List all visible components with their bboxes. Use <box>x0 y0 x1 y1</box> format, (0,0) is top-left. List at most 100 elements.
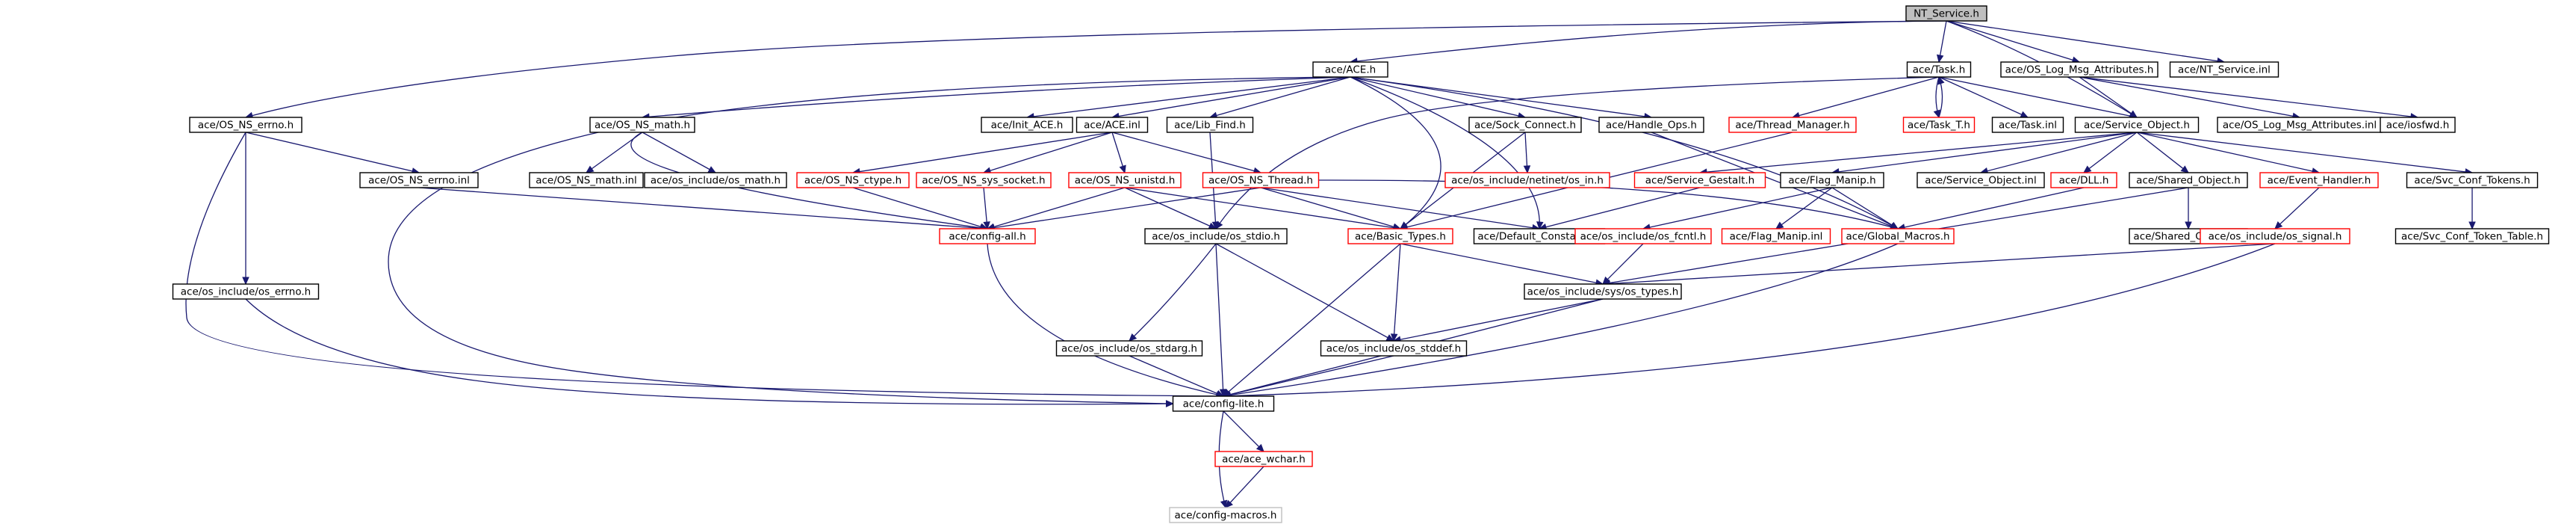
node-box[interactable] <box>2050 172 2117 188</box>
node-os-errno-h[interactable]: ace/os_include/os_errno.h <box>172 283 320 300</box>
node-os-ns-thread-h[interactable]: ace/OS_NS_Thread.h <box>1202 172 1320 188</box>
node-config-lite-h[interactable]: ace/config-lite.h <box>1172 395 1275 412</box>
node-os-ns-unistd-h[interactable]: ace/OS_NS_unistd.h <box>1068 172 1182 188</box>
node-nt-service-inl[interactable]: ace/NT_Service.inl <box>2169 61 2279 78</box>
node-task-inl[interactable]: ace/Task.inl <box>1991 117 2064 133</box>
node-os-log-msg-attributes-h[interactable]: ace/OS_Log_Msg_Attributes.h <box>2000 61 2158 78</box>
node-box[interactable] <box>1144 228 1288 244</box>
node-box[interactable] <box>1524 283 1682 300</box>
node-init-ace-h[interactable]: ace/Init_ACE.h <box>981 117 1073 133</box>
node-box[interactable] <box>2395 228 2550 244</box>
node-box[interactable] <box>2406 172 2539 188</box>
node-global-macros-h[interactable]: ace/Global_Macros.h <box>1841 228 1955 244</box>
node-os-ns-ctype-h[interactable]: ace/OS_NS_ctype.h <box>796 172 910 188</box>
node-os-in-h[interactable]: ace/os_include/netinet/os_in.h <box>1444 172 1610 188</box>
node-box[interactable] <box>1214 451 1313 467</box>
node-os-ns-math-inl[interactable]: ace/OS_NS_math.inl <box>529 172 644 188</box>
node-box[interactable] <box>1728 117 1857 133</box>
node-box[interactable] <box>1468 117 1582 133</box>
node-handle-ops-h[interactable]: ace/Handle_Ops.h <box>1598 117 1704 133</box>
node-service-object-inl[interactable]: ace/Service_Object.inl <box>1917 172 2045 188</box>
node-nt-service-h[interactable]: NT_Service.h <box>1905 5 1987 22</box>
node-basic-types-h[interactable]: ace/Basic_Types.h <box>1347 228 1453 244</box>
node-os-ns-sys-socket-h[interactable]: ace/OS_NS_sys_socket.h <box>916 172 1052 188</box>
node-box[interactable] <box>2259 172 2379 188</box>
node-service-object-h[interactable]: ace/Service_Object.h <box>2074 117 2200 133</box>
node-box[interactable] <box>2074 117 2200 133</box>
node-box[interactable] <box>939 228 1036 244</box>
node-ace-inl[interactable]: ace/ACE.inl <box>1076 117 1149 133</box>
node-svc-conf-token-table-h[interactable]: ace/Svc_Conf_Token_Table.h <box>2395 228 2550 244</box>
edges-layer <box>185 20 2476 509</box>
node-os-ns-errno-inl[interactable]: ace/OS_NS_errno.inl <box>359 172 479 188</box>
node-event-handler-h[interactable]: ace/Event_Handler.h <box>2259 172 2379 188</box>
node-sock-connect-h[interactable]: ace/Sock_Connect.h <box>1468 117 1582 133</box>
node-box[interactable] <box>1598 117 1704 133</box>
node-box[interactable] <box>2380 117 2456 133</box>
node-box[interactable] <box>1902 117 1976 133</box>
node-os-signal-h[interactable]: ace/os_include/os_signal.h <box>2200 228 2350 244</box>
node-box[interactable] <box>644 172 787 188</box>
node-box[interactable] <box>359 172 479 188</box>
node-label: ace/OS_NS_math.h <box>595 120 690 132</box>
node-os-fcntl-h[interactable]: ace/os_include/os_fcntl.h <box>1574 228 1712 244</box>
node-box[interactable] <box>981 117 1073 133</box>
node-box[interactable] <box>172 283 320 300</box>
node-box[interactable] <box>1917 172 2045 188</box>
edge-nt_service_h-to-nt_service_inl <box>1946 20 2225 63</box>
node-task-h[interactable]: ace/Task.h <box>1906 61 1972 78</box>
node-box[interactable] <box>1202 172 1320 188</box>
node-lib-find-h[interactable]: ace/Lib_Find.h <box>1166 117 1254 133</box>
node-label: ace/Task.h <box>1913 64 1966 76</box>
node-os-log-msg-attributes-inl[interactable]: ace/OS_Log_Msg_Attributes.inl <box>2217 117 2383 133</box>
node-flag-manip-inl[interactable]: ace/Flag_Manip.inl <box>1721 228 1831 244</box>
node-os-ns-math-h[interactable]: ace/OS_NS_math.h <box>589 117 695 133</box>
node-box[interactable] <box>1172 395 1275 412</box>
node-dll-h[interactable]: ace/DLL.h <box>2050 172 2117 188</box>
node-box[interactable] <box>1721 228 1831 244</box>
node-box[interactable] <box>1312 61 1388 78</box>
node-box[interactable] <box>1780 172 1884 188</box>
node-task-t-h[interactable]: ace/Task_T.h <box>1902 117 1976 133</box>
node-box[interactable] <box>1055 340 1203 357</box>
node-box[interactable] <box>796 172 910 188</box>
node-box[interactable] <box>2129 172 2248 188</box>
node-box[interactable] <box>1906 61 1972 78</box>
node-box[interactable] <box>189 117 302 133</box>
node-box[interactable] <box>1444 172 1610 188</box>
node-box[interactable] <box>1068 172 1182 188</box>
node-box[interactable] <box>589 117 695 133</box>
node-shared-object-h[interactable]: ace/Shared_Object.h <box>2129 172 2248 188</box>
node-box[interactable] <box>2169 61 2279 78</box>
node-config-macros-h[interactable]: ace/config-macros.h <box>1169 507 1282 523</box>
node-thread-manager-h[interactable]: ace/Thread_Manager.h <box>1728 117 1857 133</box>
node-box[interactable] <box>1166 117 1254 133</box>
node-os-stdio-h[interactable]: ace/os_include/os_stdio.h <box>1144 228 1288 244</box>
node-box[interactable] <box>1905 5 1987 22</box>
node-box[interactable] <box>1076 117 1149 133</box>
node-flag-manip-h[interactable]: ace/Flag_Manip.h <box>1780 172 1884 188</box>
node-os-stdarg-h[interactable]: ace/os_include/os_stdarg.h <box>1055 340 1203 357</box>
node-ace-wchar-h[interactable]: ace/ace_wchar.h <box>1214 451 1313 467</box>
node-box[interactable] <box>1633 172 1766 188</box>
node-os-ns-errno-h[interactable]: ace/OS_NS_errno.h <box>189 117 302 133</box>
node-box[interactable] <box>916 172 1052 188</box>
node-service-gestalt-h[interactable]: ace/Service_Gestalt.h <box>1633 172 1766 188</box>
node-box[interactable] <box>529 172 644 188</box>
node-ace-h[interactable]: ace/ACE.h <box>1312 61 1388 78</box>
node-box[interactable] <box>2200 228 2350 244</box>
node-iosfwd-h[interactable]: ace/iosfwd.h <box>2380 117 2456 133</box>
edge-ace_h-to-global_macros_h <box>1350 76 1899 229</box>
node-box[interactable] <box>1991 117 2064 133</box>
node-box[interactable] <box>1347 228 1453 244</box>
node-box[interactable] <box>1169 507 1282 523</box>
node-os-stddef-h[interactable]: ace/os_include/os_stddef.h <box>1320 340 1468 357</box>
node-box[interactable] <box>1841 228 1955 244</box>
node-svc-conf-tokens-h[interactable]: ace/Svc_Conf_Tokens.h <box>2406 172 2539 188</box>
node-box[interactable] <box>1320 340 1468 357</box>
node-os-types-h[interactable]: ace/os_include/sys/os_types.h <box>1524 283 1682 300</box>
node-config-all-h[interactable]: ace/config-all.h <box>939 228 1036 244</box>
node-os-math-h[interactable]: ace/os_include/os_math.h <box>644 172 787 188</box>
node-box[interactable] <box>1574 228 1712 244</box>
node-box[interactable] <box>2000 61 2158 78</box>
